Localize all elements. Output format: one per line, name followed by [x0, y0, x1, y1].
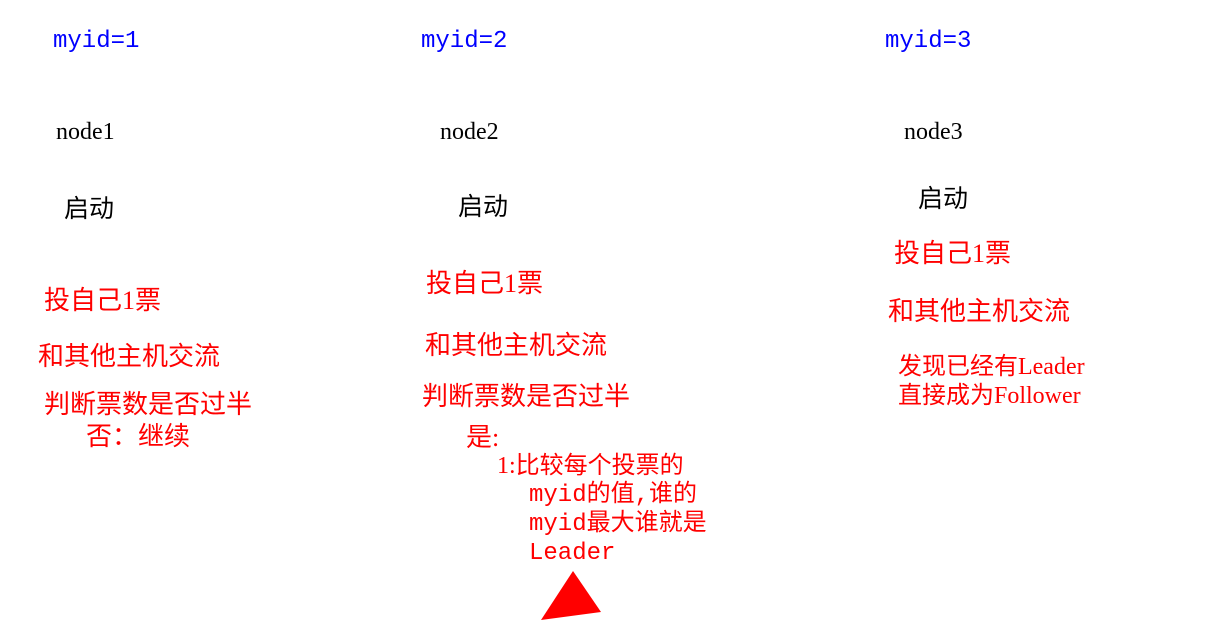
node3-vote-self-step: 投自己1票 [894, 239, 1012, 268]
node2-detail-line-2: myid的值,谁的 [529, 482, 698, 509]
node3-exchange-step: 和其他主机交流 [888, 297, 1071, 326]
node1-myid-label: myid=1 [53, 28, 140, 55]
node2-myid-label: myid=2 [421, 28, 508, 55]
node1-judge-step: 判断票数是否过半 [44, 390, 253, 419]
node1-result-no: 否：继续 [86, 422, 191, 451]
node1-vote-self-step: 投自己1票 [44, 286, 162, 315]
node2-vote-self-step: 投自己1票 [426, 269, 544, 298]
node2-judge-step: 判断票数是否过半 [422, 382, 631, 411]
node3-become-follower-line: 直接成为Follower [898, 383, 1081, 409]
node2-result-yes: 是: [466, 423, 500, 452]
node2-start-step: 启动 [458, 194, 509, 221]
node2-detail-line-3: myid最大谁就是 [529, 511, 707, 538]
node2-detail-line-4: Leader [529, 540, 616, 567]
node3-found-leader-line: 发现已经有Leader [898, 354, 1085, 380]
node1-start-step: 启动 [64, 196, 115, 223]
node3-start-step: 启动 [918, 186, 969, 213]
node3-name: node3 [904, 119, 963, 145]
node2-exchange-step: 和其他主机交流 [425, 331, 608, 360]
node1-exchange-step: 和其他主机交流 [38, 342, 221, 371]
node3-myid-label: myid=3 [885, 28, 972, 55]
node1-name: node1 [56, 119, 115, 145]
node2-detail-line-1: 1:比较每个投票的 [497, 453, 684, 479]
node2-name: node2 [440, 119, 499, 145]
